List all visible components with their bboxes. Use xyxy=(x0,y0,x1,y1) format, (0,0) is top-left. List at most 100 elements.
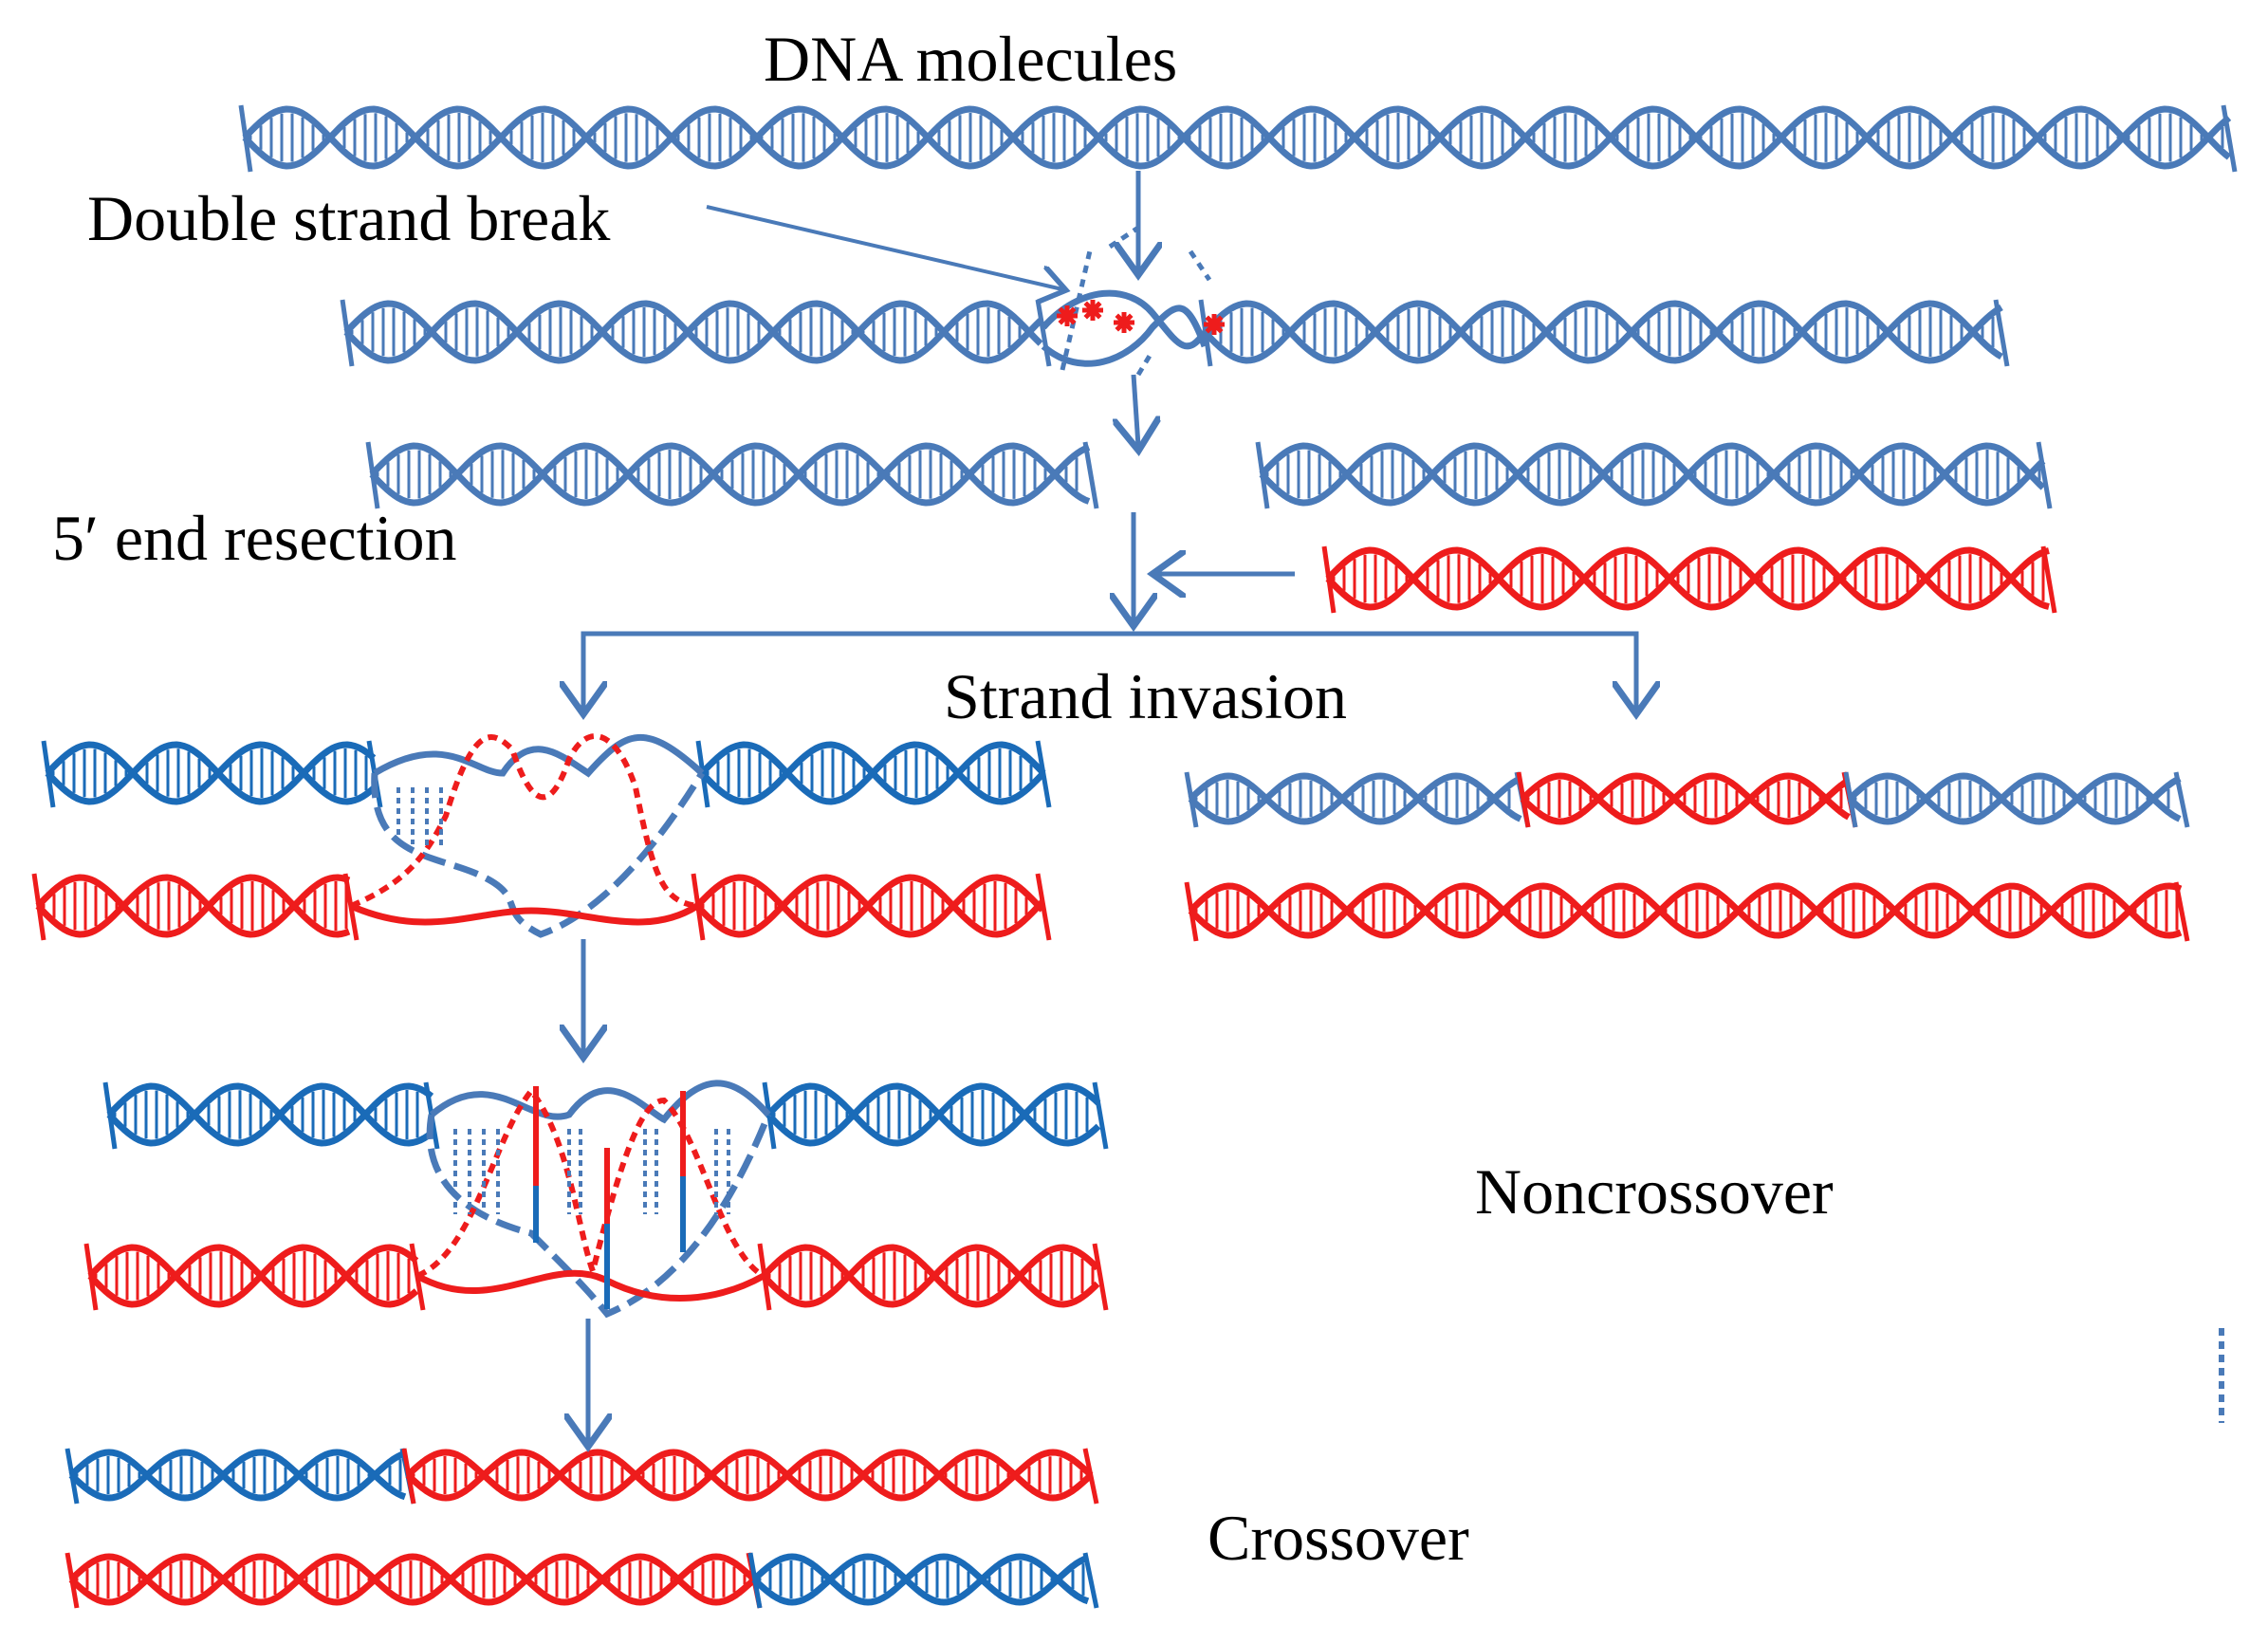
holliday-blue-left-strand-a xyxy=(106,1082,434,1147)
dsb-dotted-cut-2 xyxy=(1108,225,1140,249)
invasion-blue-right xyxy=(695,740,1052,808)
dna-molecule-helix-end-right xyxy=(2221,104,2238,173)
crossover-top-seg-1-strand-b xyxy=(68,1449,407,1502)
invasion-blue-left xyxy=(41,740,383,808)
break-site-ray xyxy=(1058,306,1077,325)
dsb-dotted-cut-1 xyxy=(1060,246,1094,371)
dsb-helix-left-strand-a xyxy=(343,300,1043,364)
noncrossover-red xyxy=(1184,881,2190,942)
holliday-red-left-strand-b xyxy=(87,1244,419,1308)
holliday-blue-loop xyxy=(429,1080,771,1124)
invasion-red-right-end-right xyxy=(1035,873,1052,941)
crossover-top-seg-2-strand-b xyxy=(405,1449,1094,1502)
holliday-red-left-strand-a xyxy=(87,1244,419,1308)
holliday-blue-right-strand-b xyxy=(765,1082,1101,1147)
crossover-top-seg-2-end-left xyxy=(401,1448,416,1505)
resected-helix-left-rungs xyxy=(376,450,1079,499)
resected-helix-right xyxy=(1255,441,2053,509)
noncrossover-red-strand-a xyxy=(1188,882,2183,939)
crossover-top-seg-2-rungs xyxy=(412,1456,1083,1494)
noncrossover-blue-seg-3-end-left xyxy=(1843,771,1858,828)
noncrossover-red-rungs xyxy=(1194,890,2179,932)
holliday-red-right-end-right xyxy=(1092,1243,1109,1311)
dsb-gap-strand-bottom xyxy=(1041,305,1208,367)
invasion-red-left-rungs xyxy=(42,881,348,931)
homolog-helix-end-left xyxy=(1321,545,1337,614)
label-strand-invasion: Strand invasion xyxy=(944,660,1347,732)
resected-helix-right-end-right xyxy=(2036,441,2053,509)
dsb-helix-right-strand-b xyxy=(1202,300,2003,364)
noncrossover-blue-seg-3-end-right xyxy=(2173,771,2190,828)
label-noncrossover: Noncrossover xyxy=(1475,1155,1834,1228)
homolog-helix-strand-a xyxy=(1325,546,2050,611)
dsb-helix-left-end-left xyxy=(340,299,355,367)
holliday-blue-right-end-right xyxy=(1092,1081,1109,1150)
crossover-bottom-seg-1-end-left xyxy=(65,1552,80,1609)
invasion-red-left-end-left xyxy=(31,873,46,941)
invasion-red-right xyxy=(691,873,1052,941)
homolog-helix-strand-b xyxy=(1325,546,2050,611)
crossover-bottom-seg-1-strand-a xyxy=(68,1553,757,1606)
arrow-dsb-to-resection xyxy=(1134,374,1138,446)
noncrossover-blue-seg-2-rungs xyxy=(1526,780,1843,818)
dna-molecule-helix-strand-a xyxy=(242,105,2232,170)
dsb-helix-right-strand-a xyxy=(1202,300,2003,364)
crossover-top-seg-2 xyxy=(401,1448,1099,1505)
resected-helix-right-strand-b xyxy=(1259,442,2046,507)
invasion-loop-dashed xyxy=(371,771,705,938)
dsb-pointer-arrow xyxy=(706,205,1062,289)
invasion-blue-left-strand-b xyxy=(45,741,377,805)
homolog-helix xyxy=(1321,545,2057,614)
crossover-bottom-seg-2-rungs xyxy=(758,1560,1085,1598)
invasion-red-right-rungs xyxy=(701,881,1028,931)
holliday-red-right-end-left xyxy=(757,1243,772,1311)
holliday-blue-right-strand-a xyxy=(765,1082,1101,1147)
invasion-blue-right-strand-b xyxy=(699,741,1046,805)
break-site-marker-4 xyxy=(1204,314,1225,335)
crossover-bottom-seg-1-strand-b xyxy=(68,1553,757,1606)
dsb-helix-right xyxy=(1198,299,2010,367)
label-end-resection: 5′ end resection xyxy=(52,502,457,574)
dsb-dotted-cut-4 xyxy=(1135,349,1155,377)
break-site-marker-2 xyxy=(1082,300,1103,321)
holliday-blue-left xyxy=(102,1081,440,1150)
dsb-gap-strand-top xyxy=(1041,289,1208,350)
crossover-bottom-seg-2 xyxy=(747,1552,1099,1609)
break-site-ray xyxy=(1115,313,1134,332)
invasion-loop-top xyxy=(373,733,705,778)
dsb-helix-left-strand-b xyxy=(343,300,1043,364)
dna-molecule-helix-rungs xyxy=(249,113,2224,162)
noncrossover-blue-seg-2-strand-a xyxy=(1520,772,1851,825)
invasion-red-right-strand-b xyxy=(694,874,1045,938)
resected-helix-right-strand-a xyxy=(1259,442,2046,507)
noncrossover-red-end-left xyxy=(1184,881,1199,942)
dsb-helix-right-rungs xyxy=(1208,307,1995,357)
noncrossover-blue-seg-2 xyxy=(1516,771,1858,828)
invasion-red-right-end-left xyxy=(691,873,706,941)
crossover-top-seg-1 xyxy=(65,1448,416,1505)
break-site-ray xyxy=(1205,315,1224,334)
holliday-red-right-rungs xyxy=(767,1251,1095,1301)
resected-helix-left-end-left xyxy=(365,441,380,509)
holliday-red-left-end-left xyxy=(83,1243,99,1311)
noncrossover-blue-seg-1-end-left xyxy=(1184,771,1199,828)
label-dna-molecules: DNA molecules xyxy=(764,23,1178,95)
holliday-blue-right-rungs xyxy=(772,1090,1089,1139)
noncrossover-blue-seg-2-strand-b xyxy=(1520,772,1851,825)
holliday-red-right xyxy=(757,1243,1109,1311)
invasion-red-left-strand-b xyxy=(35,874,351,938)
label-double-strand-break: Double strand break xyxy=(87,182,611,254)
invasion-red-strand xyxy=(349,902,699,926)
resected-helix-left-end-right xyxy=(1082,441,1099,509)
crossover-bottom-seg-1 xyxy=(65,1552,763,1609)
dsb-helix-right-end-right xyxy=(1993,299,2010,367)
noncrossover-blue-seg-2-end-left xyxy=(1516,771,1531,828)
holliday-red-left-rungs xyxy=(94,1251,411,1301)
holliday-blue-left-end-left xyxy=(102,1081,118,1150)
resected-helix-left-strand-b xyxy=(369,442,1091,507)
crossover-top-seg-1-rungs xyxy=(75,1456,402,1494)
invasion-blue-left-end-left xyxy=(41,740,56,808)
holliday-red-right-strand-a xyxy=(761,1244,1100,1308)
